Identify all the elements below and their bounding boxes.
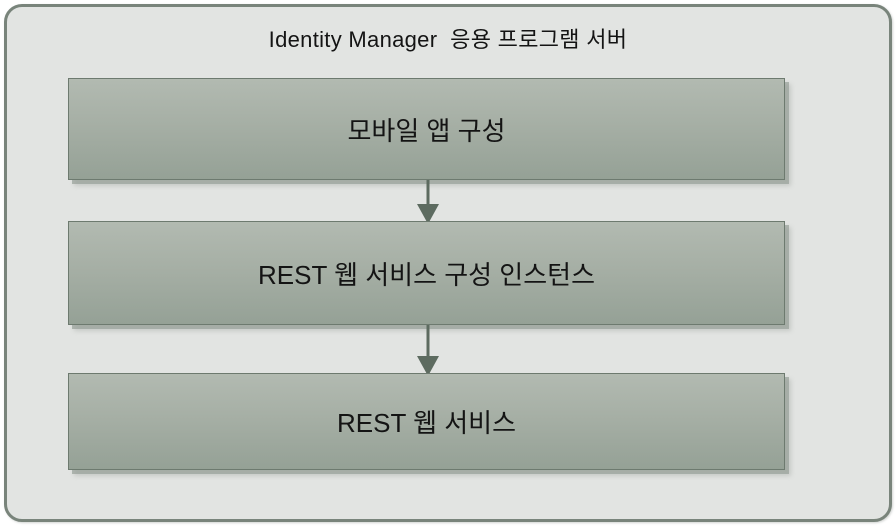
node-label: 모바일 앱 구성 xyxy=(347,115,506,146)
diagram-title: Identity Manager 응용 프로그램 서버 xyxy=(268,27,628,52)
arrow-down-connector xyxy=(413,325,443,376)
node-label: REST 웹 서비스 구성 인스턴스 xyxy=(258,259,595,290)
arrow-down-icon xyxy=(417,325,439,376)
arrow-down-connector xyxy=(413,180,443,224)
node-mobile-app-config: 모바일 앱 구성 xyxy=(68,78,785,180)
node-rest-ws-config-instance: REST 웹 서비스 구성 인스턴스 xyxy=(68,221,785,325)
node-rest-web-service: REST 웹 서비스 xyxy=(68,373,785,470)
identity-manager-server-group: Identity Manager 응용 프로그램 서버 모바일 앱 구성 RES… xyxy=(4,4,892,522)
node-label: REST 웹 서비스 xyxy=(337,408,516,438)
arrow-down-icon xyxy=(417,180,439,224)
